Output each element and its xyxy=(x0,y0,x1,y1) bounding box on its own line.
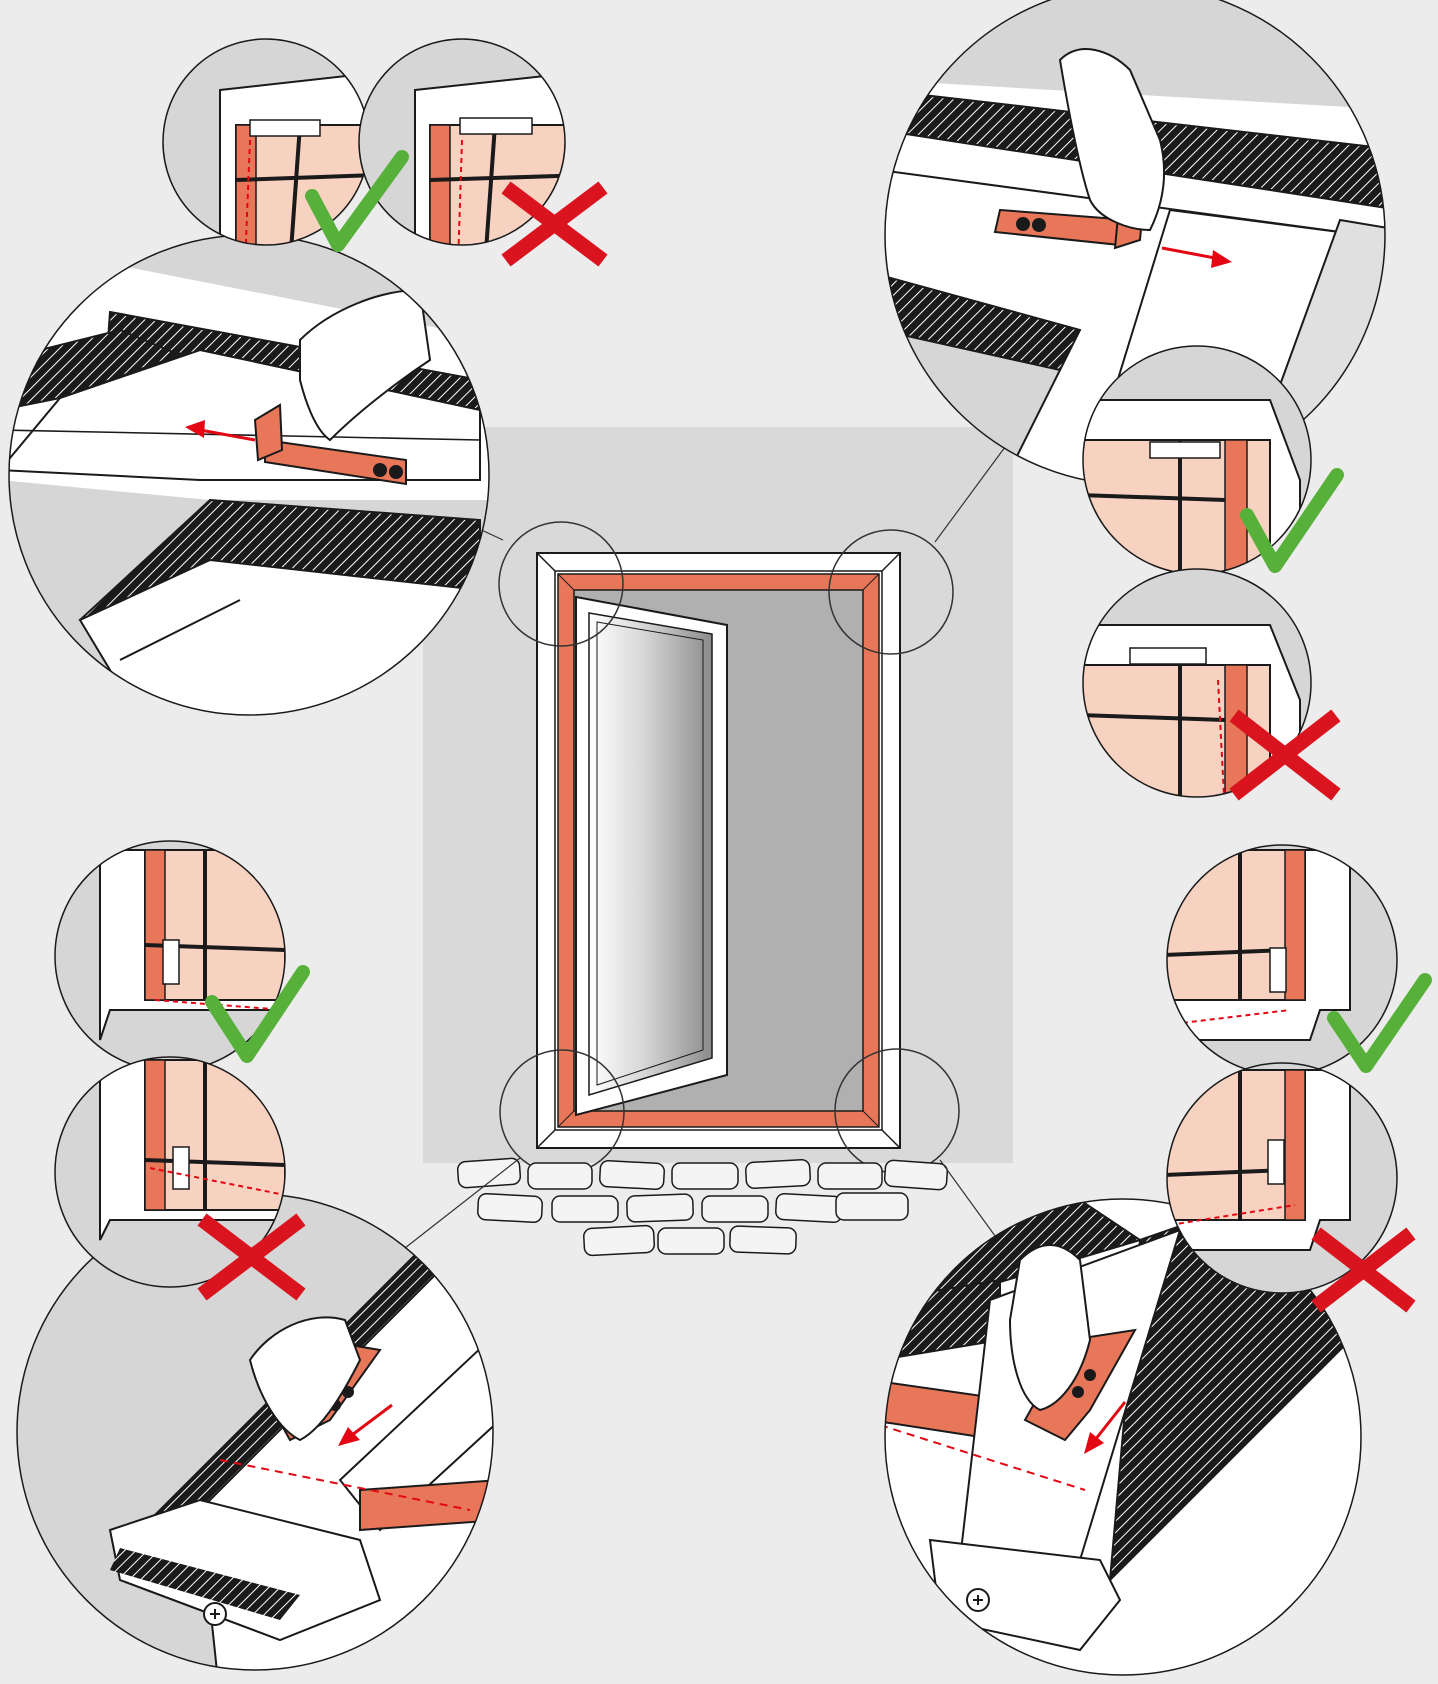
open-door-leaf xyxy=(576,597,727,1115)
paving-stones xyxy=(457,1158,948,1256)
center-door-scene xyxy=(423,427,1013,1256)
bubble-bottom-right-correct xyxy=(1165,845,1397,1075)
bubble-bottom-right-wrong xyxy=(1165,1063,1397,1293)
bubble-top-right-wrong xyxy=(1080,569,1311,820)
